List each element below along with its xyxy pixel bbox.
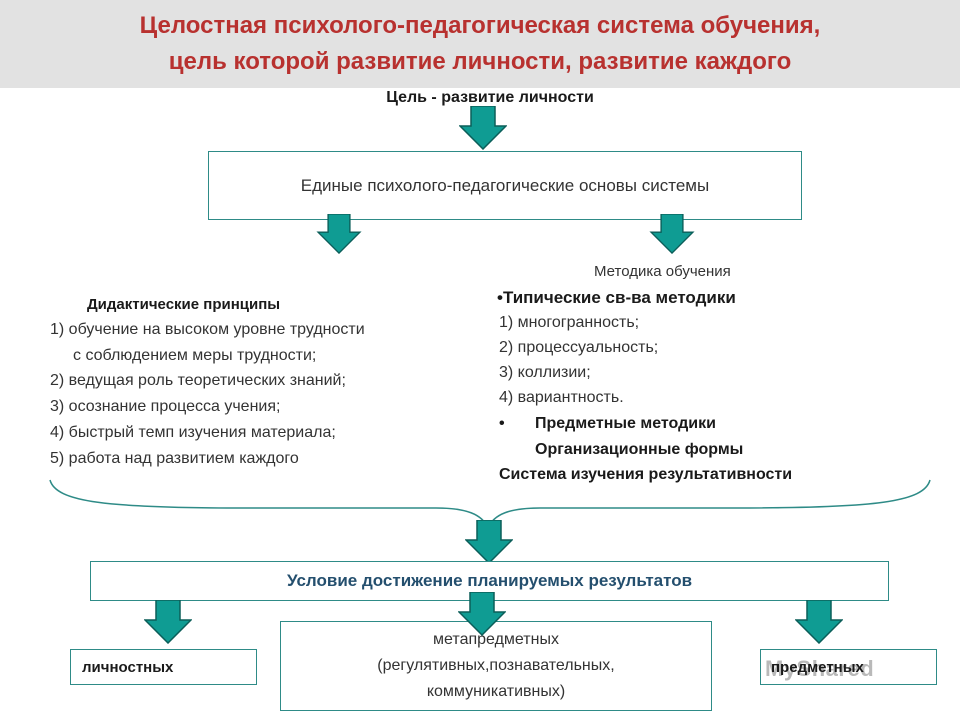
methodology-item: 3) коллизии; [499, 364, 591, 381]
didactic-item: 4) быстрый темп изучения материала; [50, 424, 336, 441]
outcome-meta-line-2: (регулятивных,познавательных, [377, 657, 615, 674]
outcome-meta-box: метапредметных (регулятивных,познаватель… [280, 621, 712, 711]
arrow-down-icon [465, 520, 513, 564]
outcome-subject-box: MyShared предметных [760, 649, 937, 685]
didactic-item: 2) ведущая роль теоретических знаний; [50, 372, 346, 389]
didactic-item: 1) обучение на высоком уровне трудности [50, 321, 365, 338]
methodology-item: 1) многогранность; [499, 314, 640, 331]
title-band [0, 0, 960, 88]
page-title-line-2: цель которой развитие личности, развитие… [168, 48, 792, 75]
methodology-bullet-marker: • [499, 415, 505, 432]
methodology-results-system: Система изучения результативности [499, 466, 793, 483]
foundations-box: Единые психолого-педагогические основы с… [208, 151, 802, 220]
outcome-personal-box: личностных [70, 649, 257, 685]
methodology-item: 4) вариантность. [499, 389, 624, 406]
condition-box: Условие достижение планируемых результат… [90, 561, 889, 601]
didactic-item: 5) работа над развитием каждого [50, 450, 299, 467]
didactic-item: 3) осознание процесса учения; [50, 398, 281, 415]
outcome-personal-label: личностных [82, 659, 174, 676]
outcome-subject-label: предметных [771, 659, 864, 676]
arrow-down-icon [795, 600, 843, 644]
methodology-heading: Методика обучения [594, 263, 731, 280]
foundations-label: Единые психолого-педагогические основы с… [300, 175, 710, 195]
outcome-meta-line-1: метапредметных [433, 631, 559, 648]
arrow-down-icon [649, 214, 695, 254]
methodology-item: 2) процессуальность; [499, 339, 659, 356]
methodology-subject-methods: Предметные методики [535, 415, 716, 432]
didactic-heading: Дидактические принципы [87, 296, 281, 313]
methodology-org-forms: Организационные формы [535, 441, 744, 458]
goal-label: Цель - развитие личности [386, 89, 594, 106]
page-title-line-1: Целостная психолого-педагогическая систе… [139, 12, 821, 39]
arrow-down-icon [458, 592, 506, 636]
arrow-down-icon [144, 600, 192, 644]
watermark-text: MyShared [765, 656, 875, 681]
outcome-meta-line-3: коммуникативных) [426, 683, 566, 700]
didactic-item: с соблюдением меры трудности; [73, 347, 317, 364]
methodology-bullet: •Типические св-ва методики [497, 288, 736, 307]
condition-label: Условие достижение планируемых результат… [286, 571, 693, 590]
arrow-down-icon [316, 214, 362, 254]
arrow-down-icon [459, 106, 507, 150]
